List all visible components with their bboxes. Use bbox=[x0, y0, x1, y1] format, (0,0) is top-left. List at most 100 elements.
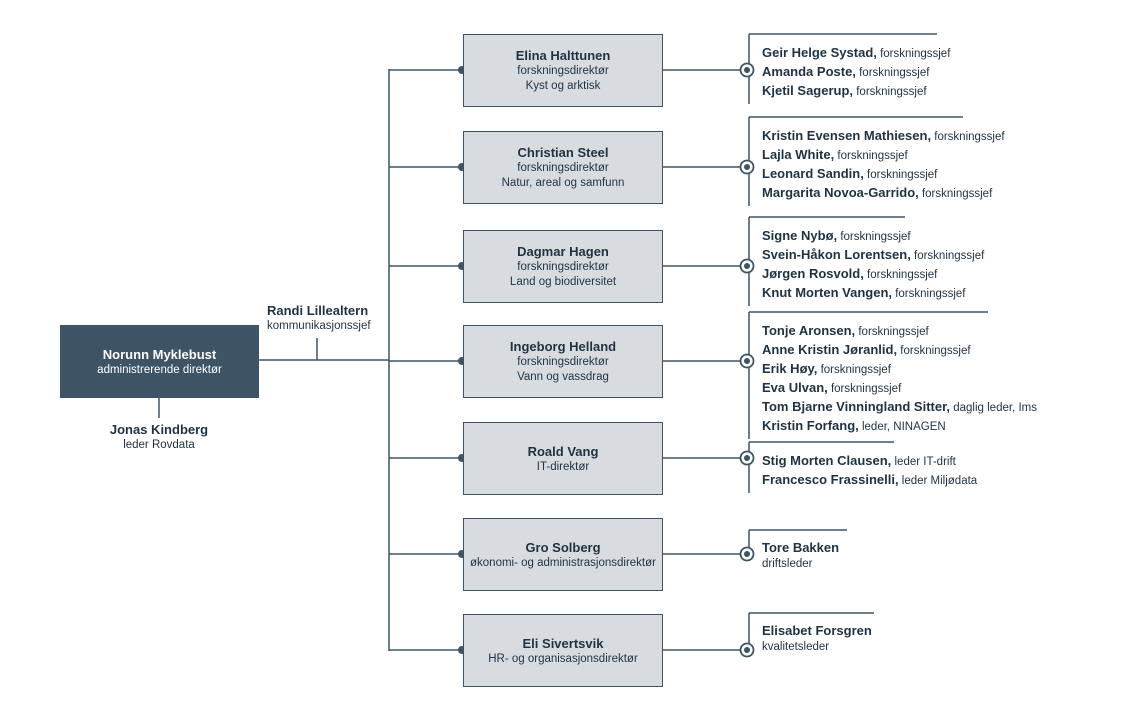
subordinate-row: Anne Kristin Jøranlid, forskningssjef bbox=[762, 340, 1037, 359]
subordinate-group: Kristin Evensen Mathiesen, forskningssje… bbox=[762, 126, 1005, 202]
subordinate-name: Tom Bjarne Vinningland Sitter, bbox=[762, 399, 951, 414]
subordinate-name: Kristin Forfang, bbox=[762, 418, 859, 433]
group-node-dot bbox=[744, 358, 750, 364]
director-title: IT-direktør bbox=[536, 460, 590, 473]
subordinate-row: Francesco Frassinelli, leder Miljødata bbox=[762, 470, 977, 489]
subordinate-name: Tonje Aronsen, bbox=[762, 323, 856, 338]
ceo-title: administrerende direktør bbox=[97, 363, 222, 376]
group-node-dot bbox=[744, 551, 750, 557]
group-node-dot bbox=[744, 67, 750, 73]
subordinate-role: forskningssjef bbox=[876, 48, 951, 60]
subordinate-role: forskningssjef bbox=[892, 288, 966, 300]
subordinate-name: Margarita Novoa-Garrido, bbox=[762, 185, 919, 200]
ceo-name: Norunn Myklebust bbox=[102, 346, 217, 362]
subordinate-name: Tore Bakken bbox=[762, 540, 840, 555]
subordinate-row: Kristin Forfang, leder, NINAGEN bbox=[762, 416, 1037, 435]
group-node-dot bbox=[744, 647, 750, 653]
subordinate-row: Stig Morten Clausen, leder IT-drift bbox=[762, 451, 977, 470]
subordinate-role: forskningssjef bbox=[837, 231, 911, 243]
director-title: HR- og organisasjonsdirektør bbox=[488, 652, 638, 665]
subordinate-row: Knut Morten Vangen, forskningssjef bbox=[762, 283, 984, 302]
ceo-box: Norunn Myklebust administrerende direktø… bbox=[60, 325, 259, 398]
director-name: Roald Vang bbox=[527, 443, 599, 459]
director-unit: Vann og vassdrag bbox=[517, 371, 609, 383]
subordinate-row: Kjetil Sagerup, forskningssjef bbox=[762, 81, 950, 100]
subordinate-role: leder Miljødata bbox=[898, 475, 978, 487]
director-title: forskningsdirektør bbox=[517, 356, 609, 368]
subordinate-role: forskningssjef bbox=[910, 250, 985, 262]
subordinate-name: Anne Kristin Jøranlid, bbox=[762, 342, 898, 357]
rovdata-title: leder Rovdata bbox=[123, 439, 195, 451]
subordinate-name: Stig Morten Clausen, bbox=[762, 453, 892, 468]
subordinate-row: Tom Bjarne Vinningland Sitter, daglig le… bbox=[762, 397, 1037, 416]
subordinate-role: forskningssjef bbox=[853, 86, 927, 98]
subordinate-row: Signe Nybø, forskningssjef bbox=[762, 226, 984, 245]
group-node-dot bbox=[744, 263, 750, 269]
subordinate-name: Signe Nybø, bbox=[762, 228, 838, 243]
rovdata-staff: Jonas Kindberg leder Rovdata bbox=[100, 421, 218, 453]
subordinate-role: forskningssjef bbox=[855, 326, 929, 338]
subordinate-row: Leonard Sandin, forskningssjef bbox=[762, 164, 1005, 183]
rovdata-name: Jonas Kindberg bbox=[109, 422, 209, 437]
subordinate-row: Erik Høy, forskningssjef bbox=[762, 359, 1037, 378]
director-name: Eli Sivertsvik bbox=[522, 635, 604, 651]
subordinate-name: Knut Morten Vangen, bbox=[762, 285, 892, 300]
subordinate-name: Erik Høy, bbox=[762, 361, 818, 376]
subordinate-role: forskningssjef bbox=[863, 169, 938, 181]
communications-name: Randi Lillealtern bbox=[267, 303, 369, 318]
subordinate-role: forskningssjef bbox=[897, 345, 971, 357]
subordinate-row: Margarita Novoa-Garrido, forskningssjef bbox=[762, 183, 1005, 202]
director-unit: Kyst og arktisk bbox=[525, 80, 601, 92]
subordinate-name: Amanda Poste, bbox=[762, 64, 856, 79]
director-title: forskningsdirektør bbox=[517, 261, 609, 273]
subordinate-row: Eva Ulvan, forskningssjef bbox=[762, 378, 1037, 397]
subordinate-name: Francesco Frassinelli, bbox=[762, 472, 899, 487]
subordinate-role: forskningssjef bbox=[827, 383, 902, 395]
subordinate-role: forskningssjef bbox=[817, 364, 891, 376]
subordinate-row: Tonje Aronsen, forskningssjef bbox=[762, 321, 1037, 340]
subordinate-role: driftsleder bbox=[762, 558, 813, 570]
subordinate-role: daglig leder, Ims bbox=[950, 402, 1037, 414]
subordinate-role: forskningssjef bbox=[834, 150, 908, 162]
subordinate-row: Lajla White, forskningssjef bbox=[762, 145, 1005, 164]
communications-staff: Randi Lillealtern kommunikasjonssjef bbox=[267, 302, 371, 334]
group-node-dot bbox=[744, 164, 750, 170]
director-name: Elina Halttunen bbox=[515, 48, 611, 63]
subordinate-group: Tore Bakken driftsleder bbox=[762, 539, 839, 573]
subordinate-name: Jørgen Rosvold, bbox=[762, 266, 864, 281]
director-name: Ingeborg Helland bbox=[509, 339, 617, 354]
director-name: Dagmar Hagen bbox=[517, 244, 609, 259]
subordinate-role: forskningssjef bbox=[863, 269, 938, 281]
subordinate-row: Kristin Evensen Mathiesen, forskningssje… bbox=[762, 126, 1005, 145]
subordinate-row: Geir Helge Systad, forskningssjef bbox=[762, 43, 950, 62]
subordinate-role: forskningssjef bbox=[931, 131, 1005, 143]
subordinate-role: forskningssjef bbox=[918, 188, 993, 200]
subordinate-row: Amanda Poste, forskningssjef bbox=[762, 62, 950, 81]
subordinate-role: leder IT-drift bbox=[891, 456, 956, 468]
subordinate-name: Kristin Evensen Mathiesen, bbox=[762, 128, 932, 143]
director-title: økonomi- og administrasjonsdirektør bbox=[470, 556, 656, 569]
subordinate-row: Svein-Håkon Lorentsen, forskningssjef bbox=[762, 245, 984, 264]
subordinate-name: Eva Ulvan, bbox=[762, 380, 828, 395]
subordinate-row: Jørgen Rosvold, forskningssjef bbox=[762, 264, 984, 283]
subordinate-name: Elisabet Forsgren bbox=[762, 623, 872, 638]
director-unit: Natur, areal og samfunn bbox=[501, 177, 625, 189]
subordinate-role: forskningssjef bbox=[855, 67, 930, 79]
group-node-dot bbox=[744, 455, 750, 461]
communications-title: kommunikasjonssjef bbox=[267, 320, 371, 332]
director-title: forskningsdirektør bbox=[517, 162, 609, 174]
director-unit: Land og biodiversitet bbox=[509, 276, 617, 288]
subordinate-name: Kjetil Sagerup, bbox=[762, 83, 854, 98]
subordinate-name: Lajla White, bbox=[762, 147, 835, 162]
director-name: Gro Solberg bbox=[525, 539, 601, 555]
